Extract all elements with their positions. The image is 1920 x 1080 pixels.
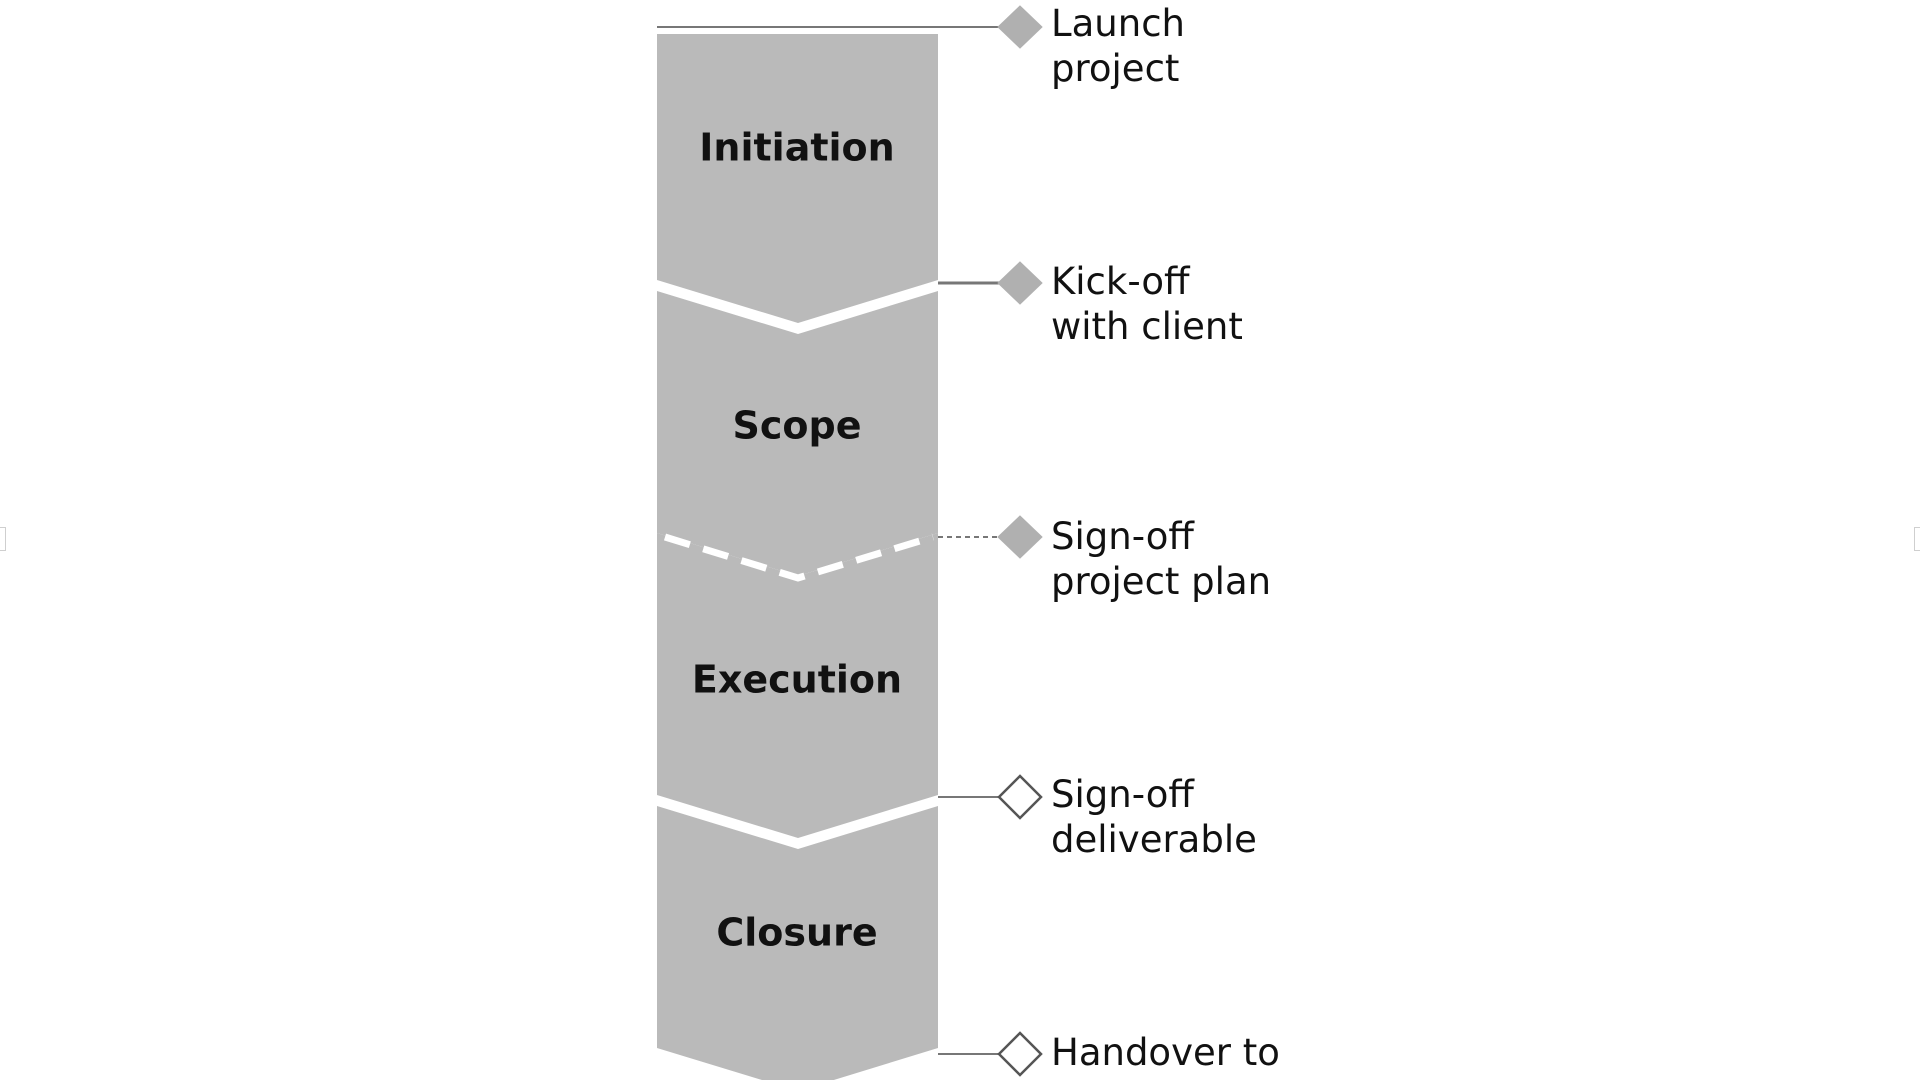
milestone-diamond-open-icon [997, 774, 1043, 820]
milestone-diamond-filled-icon [997, 5, 1043, 49]
milestone-label-kick-off: Kick-off with client [1051, 260, 1243, 348]
left-resize-handle[interactable] [0, 527, 6, 551]
milestone-markers [997, 5, 1043, 1077]
milestone-label-launch-project: Launch project [1051, 2, 1197, 90]
right-resize-handle[interactable] [1914, 527, 1920, 551]
milestone-label-sign-off-project-plan: Sign-off project plan [1051, 515, 1271, 603]
milestone-labels: Launch project Kick-off with client Sign… [1051, 2, 1280, 1074]
milestone-label-handover: Handover to [1051, 1031, 1280, 1074]
phase-label-scope: Scope [733, 404, 862, 448]
phase-labels: Initiation Scope Execution Closure [692, 126, 902, 955]
phase-block-initiation [657, 34, 938, 323]
phase-label-closure: Closure [716, 911, 877, 955]
phase-block-execution [657, 533, 938, 838]
phase-column [657, 34, 938, 1080]
phase-divider-dashed [663, 533, 935, 582]
phase-block-scope [657, 291, 938, 576]
phase-label-execution: Execution [692, 658, 902, 702]
milestone-diamond-filled-icon [997, 515, 1043, 559]
phase-block-closure [657, 806, 938, 1080]
milestone-diamond-filled-icon [997, 261, 1043, 305]
milestone-label-sign-off-deliverable: Sign-off deliverable [1051, 773, 1257, 861]
phase-label-initiation: Initiation [699, 126, 894, 170]
milestone-connectors [657, 26, 1000, 1055]
milestone-diamond-open-icon [997, 1031, 1043, 1077]
